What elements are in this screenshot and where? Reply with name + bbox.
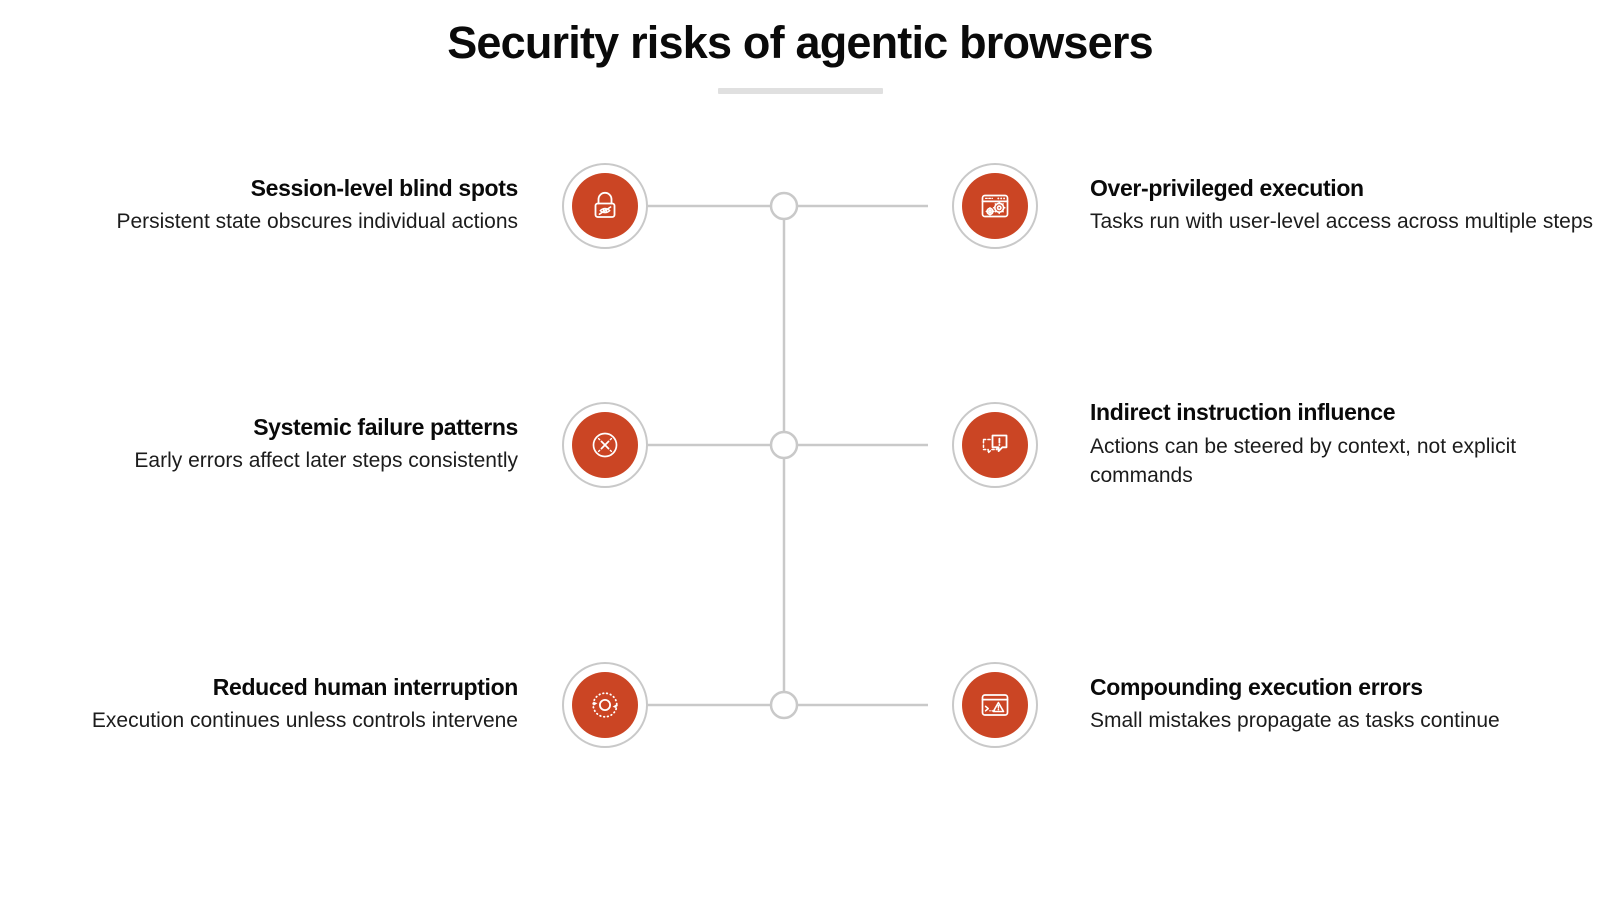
risk-item-reduced-human-interruption: Reduced human interruption Execution con… [0, 674, 540, 736]
risk-title: Session-level blind spots [250, 174, 519, 201]
padlock-hidden-eye-icon [594, 191, 616, 218]
badge-fill [962, 412, 1028, 478]
badge-slot-right-2 [930, 402, 1060, 488]
icon-badge-reduced-human-interruption [562, 662, 648, 748]
risk-description: Tasks run with user-level access across … [1090, 210, 1594, 234]
speech-bubbles-alert-icon [982, 434, 1008, 454]
badge-fill [962, 672, 1028, 738]
browser-window-gears-icon [981, 194, 1009, 218]
risk-row-1: Session-level blind spots Persistent sta… [0, 106, 1600, 306]
icon-badge-systemic-failure-patterns [562, 402, 648, 488]
badge-slot-left-3 [540, 662, 670, 748]
risk-row-3: Reduced human interruption Execution con… [0, 605, 1600, 805]
risk-title: Systemic failure patterns [253, 413, 518, 440]
title-underline-rule [717, 87, 883, 94]
icon-badge-compounding-execution-errors [952, 662, 1038, 748]
junction-node-middle [769, 430, 799, 460]
icon-badge-session-level-blind-spots [562, 163, 648, 249]
circle-broken-cross-icon [592, 432, 618, 458]
risk-title: Indirect instruction influence [1090, 399, 1396, 426]
risk-title: Compounding execution errors [1090, 673, 1423, 700]
badge-fill [572, 412, 638, 478]
junction-node-top [769, 191, 799, 221]
risk-description: Actions can be steered by context, not e… [1090, 434, 1517, 487]
risk-item-indirect-instruction-influence: Indirect instruction influence Actions c… [1060, 399, 1600, 490]
badge-slot-right-3 [930, 662, 1060, 748]
page-title: Security risks of agentic browsers [447, 17, 1153, 68]
badge-fill [572, 173, 638, 239]
badge-slot-left-2 [540, 402, 670, 488]
risk-row-2: Systemic failure patterns Early errors a… [0, 345, 1600, 545]
risk-description: Small mistakes propagate as tasks contin… [1090, 709, 1500, 733]
icon-badge-over-privileged-execution [952, 163, 1038, 249]
risk-item-over-privileged-execution: Over-privileged execution Tasks run with… [1060, 175, 1600, 237]
risk-item-session-level-blind-spots: Session-level blind spots Persistent sta… [0, 175, 540, 237]
risk-description: Execution continues unless controls inte… [91, 709, 518, 733]
risk-description: Early errors affect later steps consiste… [134, 449, 518, 473]
risk-title: Reduced human interruption [212, 673, 519, 700]
badge-slot-right-1 [930, 163, 1060, 249]
risk-description: Persistent state obscures individual act… [116, 210, 518, 234]
risk-title: Over-privileged execution [1090, 174, 1364, 201]
risk-item-systemic-failure-patterns: Systemic failure patterns Early errors a… [0, 414, 540, 476]
icon-badge-indirect-instruction-influence [952, 402, 1038, 488]
badge-fill [962, 173, 1028, 239]
junction-node-bottom [769, 690, 799, 720]
dotted-loop-cycle-icon [592, 692, 618, 718]
badge-slot-left-1 [540, 163, 670, 249]
risk-item-compounding-execution-errors: Compounding execution errors Small mista… [1060, 674, 1600, 736]
terminal-warning-icon [981, 694, 1009, 716]
badge-fill [572, 672, 638, 738]
header: Security risks of agentic browsers [0, 18, 1600, 94]
